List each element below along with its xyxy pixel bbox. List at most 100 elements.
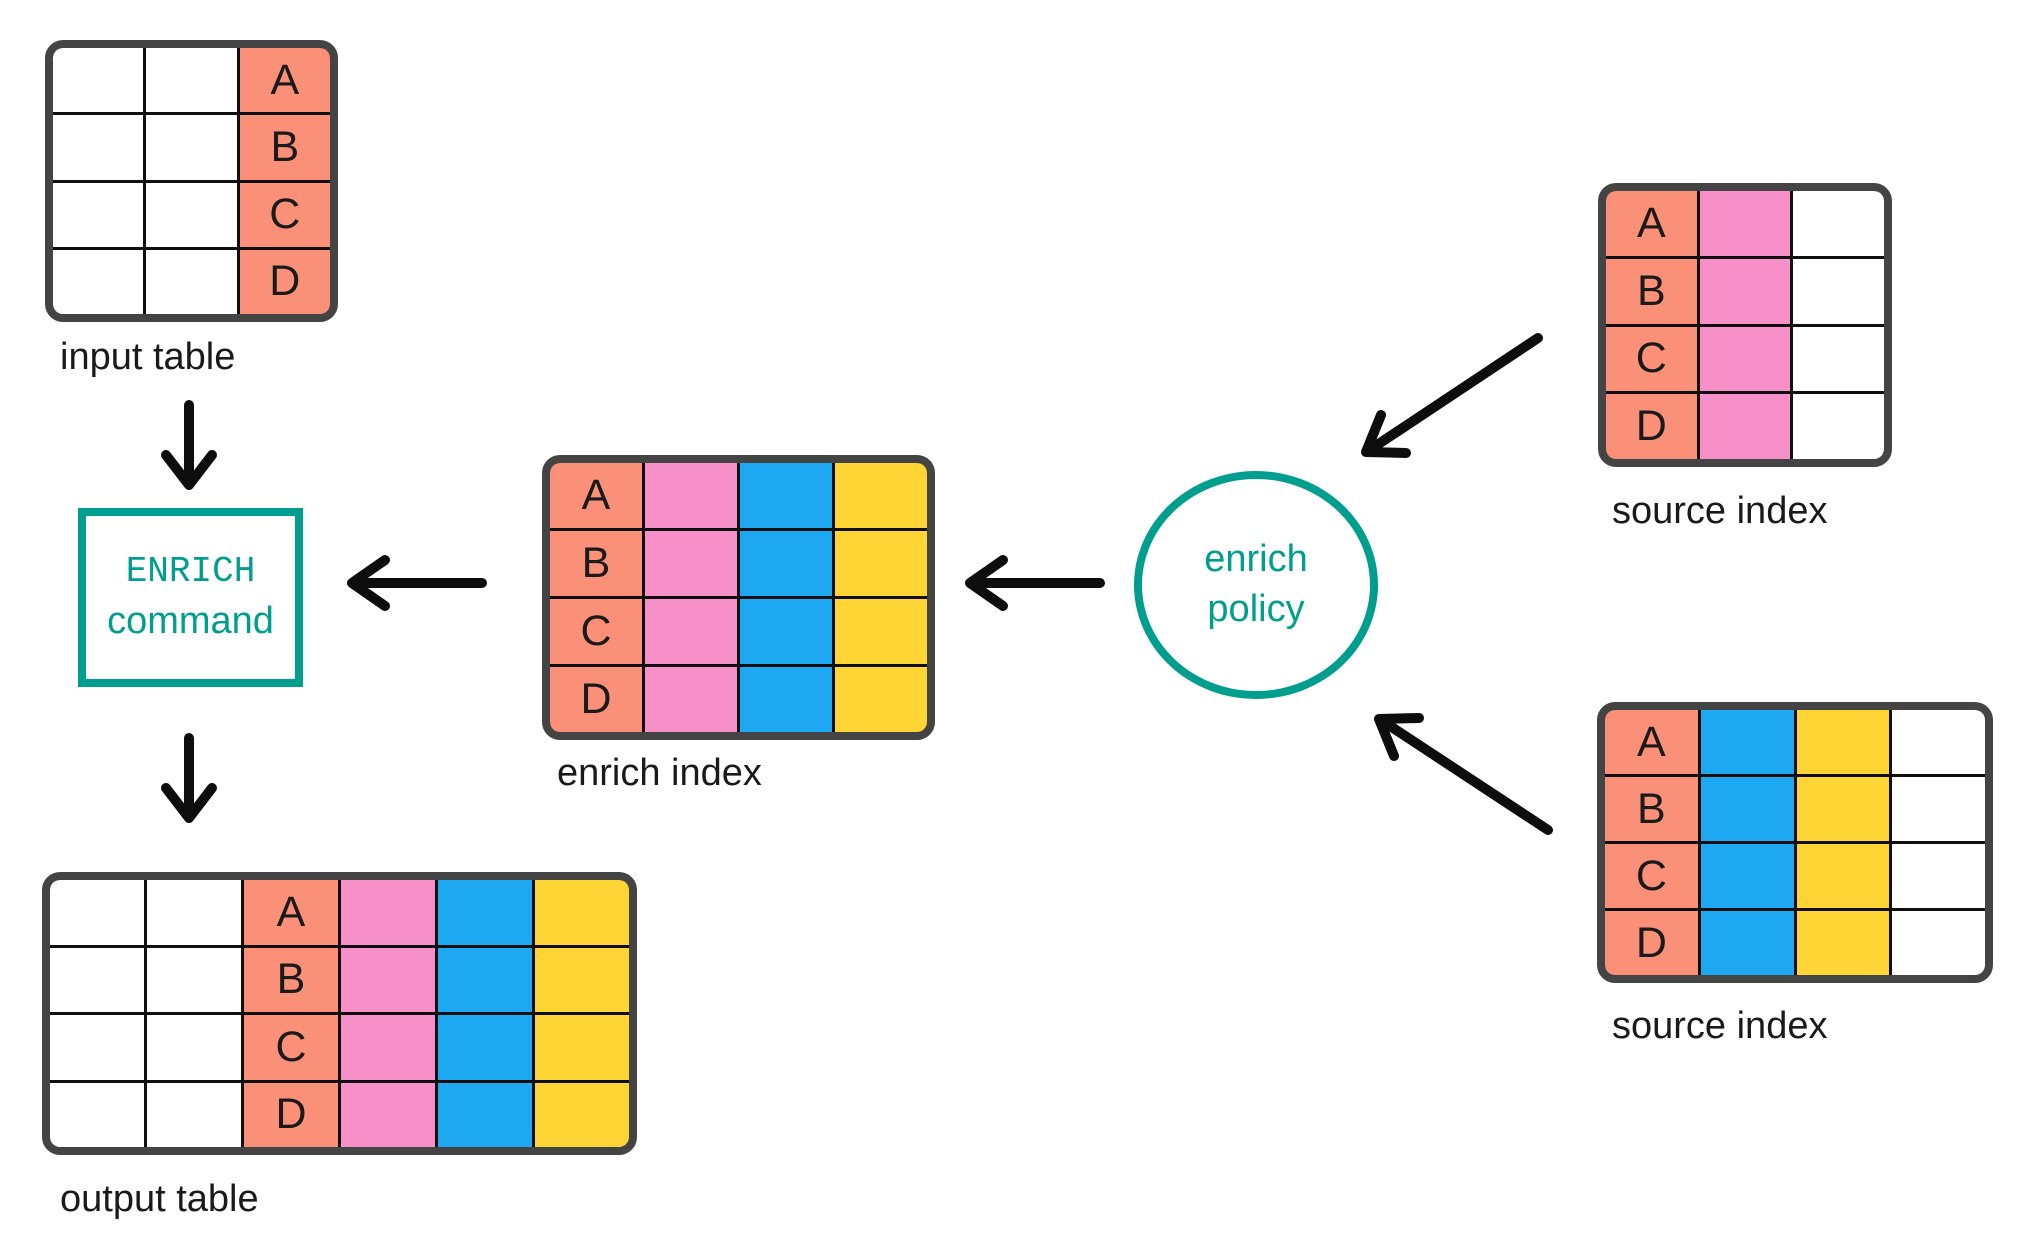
table-cell	[1793, 191, 1884, 256]
table-cell	[1699, 258, 1791, 324]
table-cell	[53, 115, 144, 180]
arrow-input-to-command	[161, 400, 217, 490]
table-cell: C	[550, 599, 642, 664]
table-cell	[53, 48, 144, 113]
table-cell: D	[1606, 394, 1697, 459]
table-cell	[50, 880, 144, 945]
table-cell: C	[244, 1015, 338, 1080]
input-table-label: input table	[60, 336, 236, 378]
table-cell	[438, 1015, 532, 1080]
table-cell	[835, 599, 927, 664]
enrich-command-line2: command	[107, 600, 274, 643]
table-cell	[1892, 844, 1985, 908]
enrich-command-box: ENRICH command	[78, 508, 303, 687]
table-cell	[645, 667, 737, 732]
enrich-policy-line1: enrich	[1204, 538, 1308, 581]
table-cell: B	[244, 947, 338, 1012]
table-cell	[146, 115, 237, 180]
table-cell	[1700, 844, 1794, 908]
table-cell: C	[1606, 326, 1697, 392]
table-cell	[50, 1082, 144, 1147]
table-cell: D	[244, 1082, 338, 1147]
enrich-index-label: enrich index	[557, 752, 762, 794]
table-cell	[50, 1015, 144, 1080]
table-cell	[835, 667, 927, 732]
table-cell	[1699, 191, 1791, 256]
table-cell	[645, 463, 737, 528]
table-cell	[341, 947, 435, 1012]
table-cell: A	[1605, 710, 1698, 774]
table-cell	[1699, 394, 1791, 459]
table-cell	[535, 947, 629, 1012]
table-cell	[1796, 710, 1890, 774]
table-cell	[1700, 710, 1794, 774]
table-cell	[1796, 844, 1890, 908]
table-cell	[341, 1015, 435, 1080]
table-cell	[535, 1082, 629, 1147]
table-cell	[53, 249, 144, 314]
table-cell	[535, 1015, 629, 1080]
arrow-command-to-output	[161, 733, 217, 823]
table-cell	[341, 1082, 435, 1147]
arrow-policy-to-enrich-index	[965, 555, 1105, 611]
table-cell	[147, 1082, 241, 1147]
arrow-source-top-to-policy	[1361, 333, 1543, 458]
table-cell	[146, 48, 237, 113]
output-table-label: output table	[60, 1178, 259, 1220]
table-cell	[835, 463, 927, 528]
source-index-top-label: source index	[1612, 490, 1828, 532]
table-cell	[1796, 911, 1890, 975]
table-cell: C	[239, 182, 330, 247]
table-cell: B	[1605, 777, 1698, 841]
arrow-source-bottom-to-policy	[1374, 713, 1553, 835]
table-cell: D	[239, 249, 330, 314]
table-cell	[1793, 394, 1884, 459]
table-cell: A	[1606, 191, 1697, 256]
table-cell	[740, 463, 832, 528]
table-cell	[1793, 258, 1884, 324]
source-index-bottom-label: source index	[1612, 1005, 1828, 1047]
enrich-policy-line2: policy	[1207, 588, 1305, 630]
table-cell	[53, 182, 144, 247]
enrich-command-line1: ENRICH	[125, 550, 256, 592]
table-cell	[535, 880, 629, 945]
enrich-policy-circle: enrich policy	[1134, 471, 1378, 699]
table-cell	[438, 1082, 532, 1147]
table-cell	[147, 1015, 241, 1080]
table-cell: D	[550, 667, 642, 732]
table-cell	[50, 947, 144, 1012]
table-cell	[1700, 911, 1794, 975]
table-cell	[740, 599, 832, 664]
table-cell	[1796, 777, 1890, 841]
arrow-enrich-index-to-command	[347, 555, 487, 611]
table-cell	[740, 531, 832, 596]
table-cell: A	[550, 463, 642, 528]
table-cell	[147, 880, 241, 945]
table-cell	[835, 531, 927, 596]
table-cell	[146, 249, 237, 314]
table-cell	[1699, 326, 1791, 392]
table-cell	[645, 599, 737, 664]
table-cell: A	[244, 880, 338, 945]
table-cell	[1892, 911, 1985, 975]
table-cell	[146, 182, 237, 247]
table-cell	[645, 531, 737, 596]
table-cell	[1793, 326, 1884, 392]
table-cell	[438, 947, 532, 1012]
table-cell: A	[239, 48, 330, 113]
table-cell: B	[239, 115, 330, 180]
table-cell: B	[550, 531, 642, 596]
table-cell	[740, 667, 832, 732]
table-cell	[1892, 710, 1985, 774]
table-cell: C	[1605, 844, 1698, 908]
table-cell	[341, 880, 435, 945]
table-cell	[438, 880, 532, 945]
table-cell	[1892, 777, 1985, 841]
table-cell: D	[1605, 911, 1698, 975]
